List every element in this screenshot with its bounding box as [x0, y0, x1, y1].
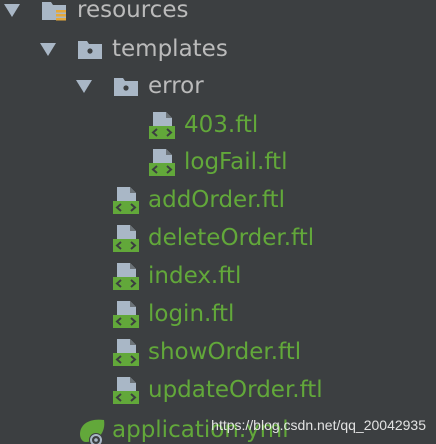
- tree-node-label: error: [148, 73, 204, 99]
- tree-node-label: deleteOrder.ftl: [148, 225, 315, 251]
- tree-node-error[interactable]: error: [0, 68, 436, 105]
- resources-folder-icon: [40, 0, 68, 24]
- tree-node-label: application.yml: [112, 417, 289, 443]
- expand-arrow-icon[interactable]: [76, 80, 92, 93]
- tree-node-label: login.ftl: [148, 301, 235, 327]
- tree-file-deleteorder[interactable]: deleteOrder.ftl: [0, 220, 436, 257]
- ftl-file-icon: [112, 300, 140, 328]
- tree-file-application-yml[interactable]: application.yml: [0, 412, 436, 444]
- tree-file-403[interactable]: 403.ftl: [0, 107, 436, 144]
- ftl-file-icon: [112, 186, 140, 214]
- tree-node-label: addOrder.ftl: [148, 187, 285, 213]
- tree-node-label: logFail.ftl: [184, 149, 288, 175]
- tree-node-label: resources: [77, 0, 189, 23]
- tree-file-index[interactable]: index.ftl: [0, 258, 436, 295]
- ftl-file-icon: [112, 224, 140, 252]
- folder-icon: [76, 35, 104, 63]
- expand-arrow-icon[interactable]: [40, 43, 56, 56]
- tree-file-login[interactable]: login.ftl: [0, 296, 436, 333]
- ftl-file-icon: [148, 111, 176, 139]
- tree-node-label: updateOrder.ftl: [148, 377, 323, 403]
- folder-icon: [112, 72, 140, 100]
- ftl-file-icon: [112, 338, 140, 366]
- spring-leaf-icon: [76, 416, 105, 444]
- ftl-file-icon: [148, 148, 176, 176]
- ftl-file-icon: [112, 376, 140, 404]
- tree-node-label: 403.ftl: [184, 112, 259, 138]
- tree-node-label: showOrder.ftl: [148, 339, 302, 365]
- tree-file-logfail[interactable]: logFail.ftl: [0, 144, 436, 181]
- tree-file-updateorder[interactable]: updateOrder.ftl: [0, 372, 436, 409]
- watermark-url: https://blog.csdn.net/qq_20042935: [211, 417, 426, 433]
- expand-arrow-icon[interactable]: [4, 4, 20, 17]
- tree-node-label: templates: [112, 36, 228, 62]
- tree-node-label: index.ftl: [148, 263, 242, 289]
- ftl-file-icon: [112, 262, 140, 290]
- tree-node-templates[interactable]: templates: [0, 31, 436, 68]
- tree-file-showorder[interactable]: showOrder.ftl: [0, 334, 436, 371]
- tree-node-resources[interactable]: resources: [0, 0, 436, 29]
- tree-file-addorder[interactable]: addOrder.ftl: [0, 182, 436, 219]
